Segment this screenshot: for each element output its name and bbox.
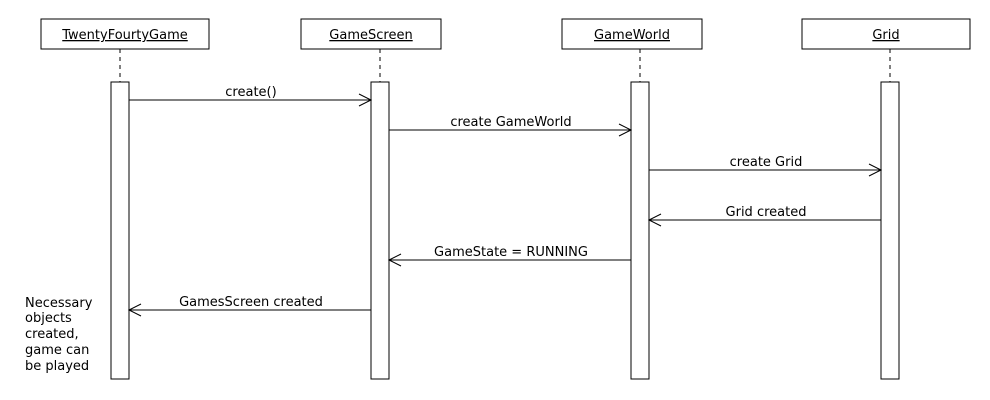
message-label-grid-created: Grid created	[726, 205, 807, 220]
participant-label-gameworld: GameWorld	[594, 28, 670, 43]
message-label-create-gameworld: create GameWorld	[450, 115, 571, 130]
message-label-create-grid: create Grid	[730, 155, 803, 170]
message-grid-created: Grid created	[647, 205, 881, 227]
note-line: objects	[25, 311, 72, 326]
participant-label-grid: Grid	[872, 28, 899, 43]
message-create-grid: create Grid	[649, 155, 883, 177]
note: Necessary objects created, game can be p…	[25, 296, 93, 374]
message-create-gameworld: create GameWorld	[389, 115, 633, 137]
note-line: game can	[25, 343, 89, 358]
participant-gamescreen[interactable]: GameScreen	[300, 18, 442, 50]
message-gamestate-running: GameState = RUNNING	[387, 245, 631, 267]
activation-bar-gamescreen	[370, 81, 390, 380]
message-gamesscreen-created: GamesScreen created	[127, 295, 371, 317]
message-label-gamestate-running: GameState = RUNNING	[434, 245, 588, 260]
participant-label-gamescreen: GameScreen	[329, 28, 412, 43]
participant-grid[interactable]: Grid	[801, 18, 971, 50]
participant-gameworld[interactable]: GameWorld	[561, 18, 703, 50]
participant-twentyfourtygame[interactable]: TwentyFourtyGame	[40, 18, 210, 50]
participant-label-twentyfourtygame: TwentyFourtyGame	[61, 28, 188, 43]
activation-bar-grid	[880, 81, 900, 380]
note-line: created,	[25, 327, 79, 342]
note-line: Necessary	[25, 296, 93, 311]
activation-bar-twentyfourtygame	[110, 81, 130, 380]
message-create: create()	[129, 85, 373, 107]
message-label-create: create()	[225, 85, 276, 100]
activation-bar-gameworld	[630, 81, 650, 380]
message-label-gamesscreen-created: GamesScreen created	[179, 295, 323, 310]
note-line: be played	[25, 359, 89, 374]
